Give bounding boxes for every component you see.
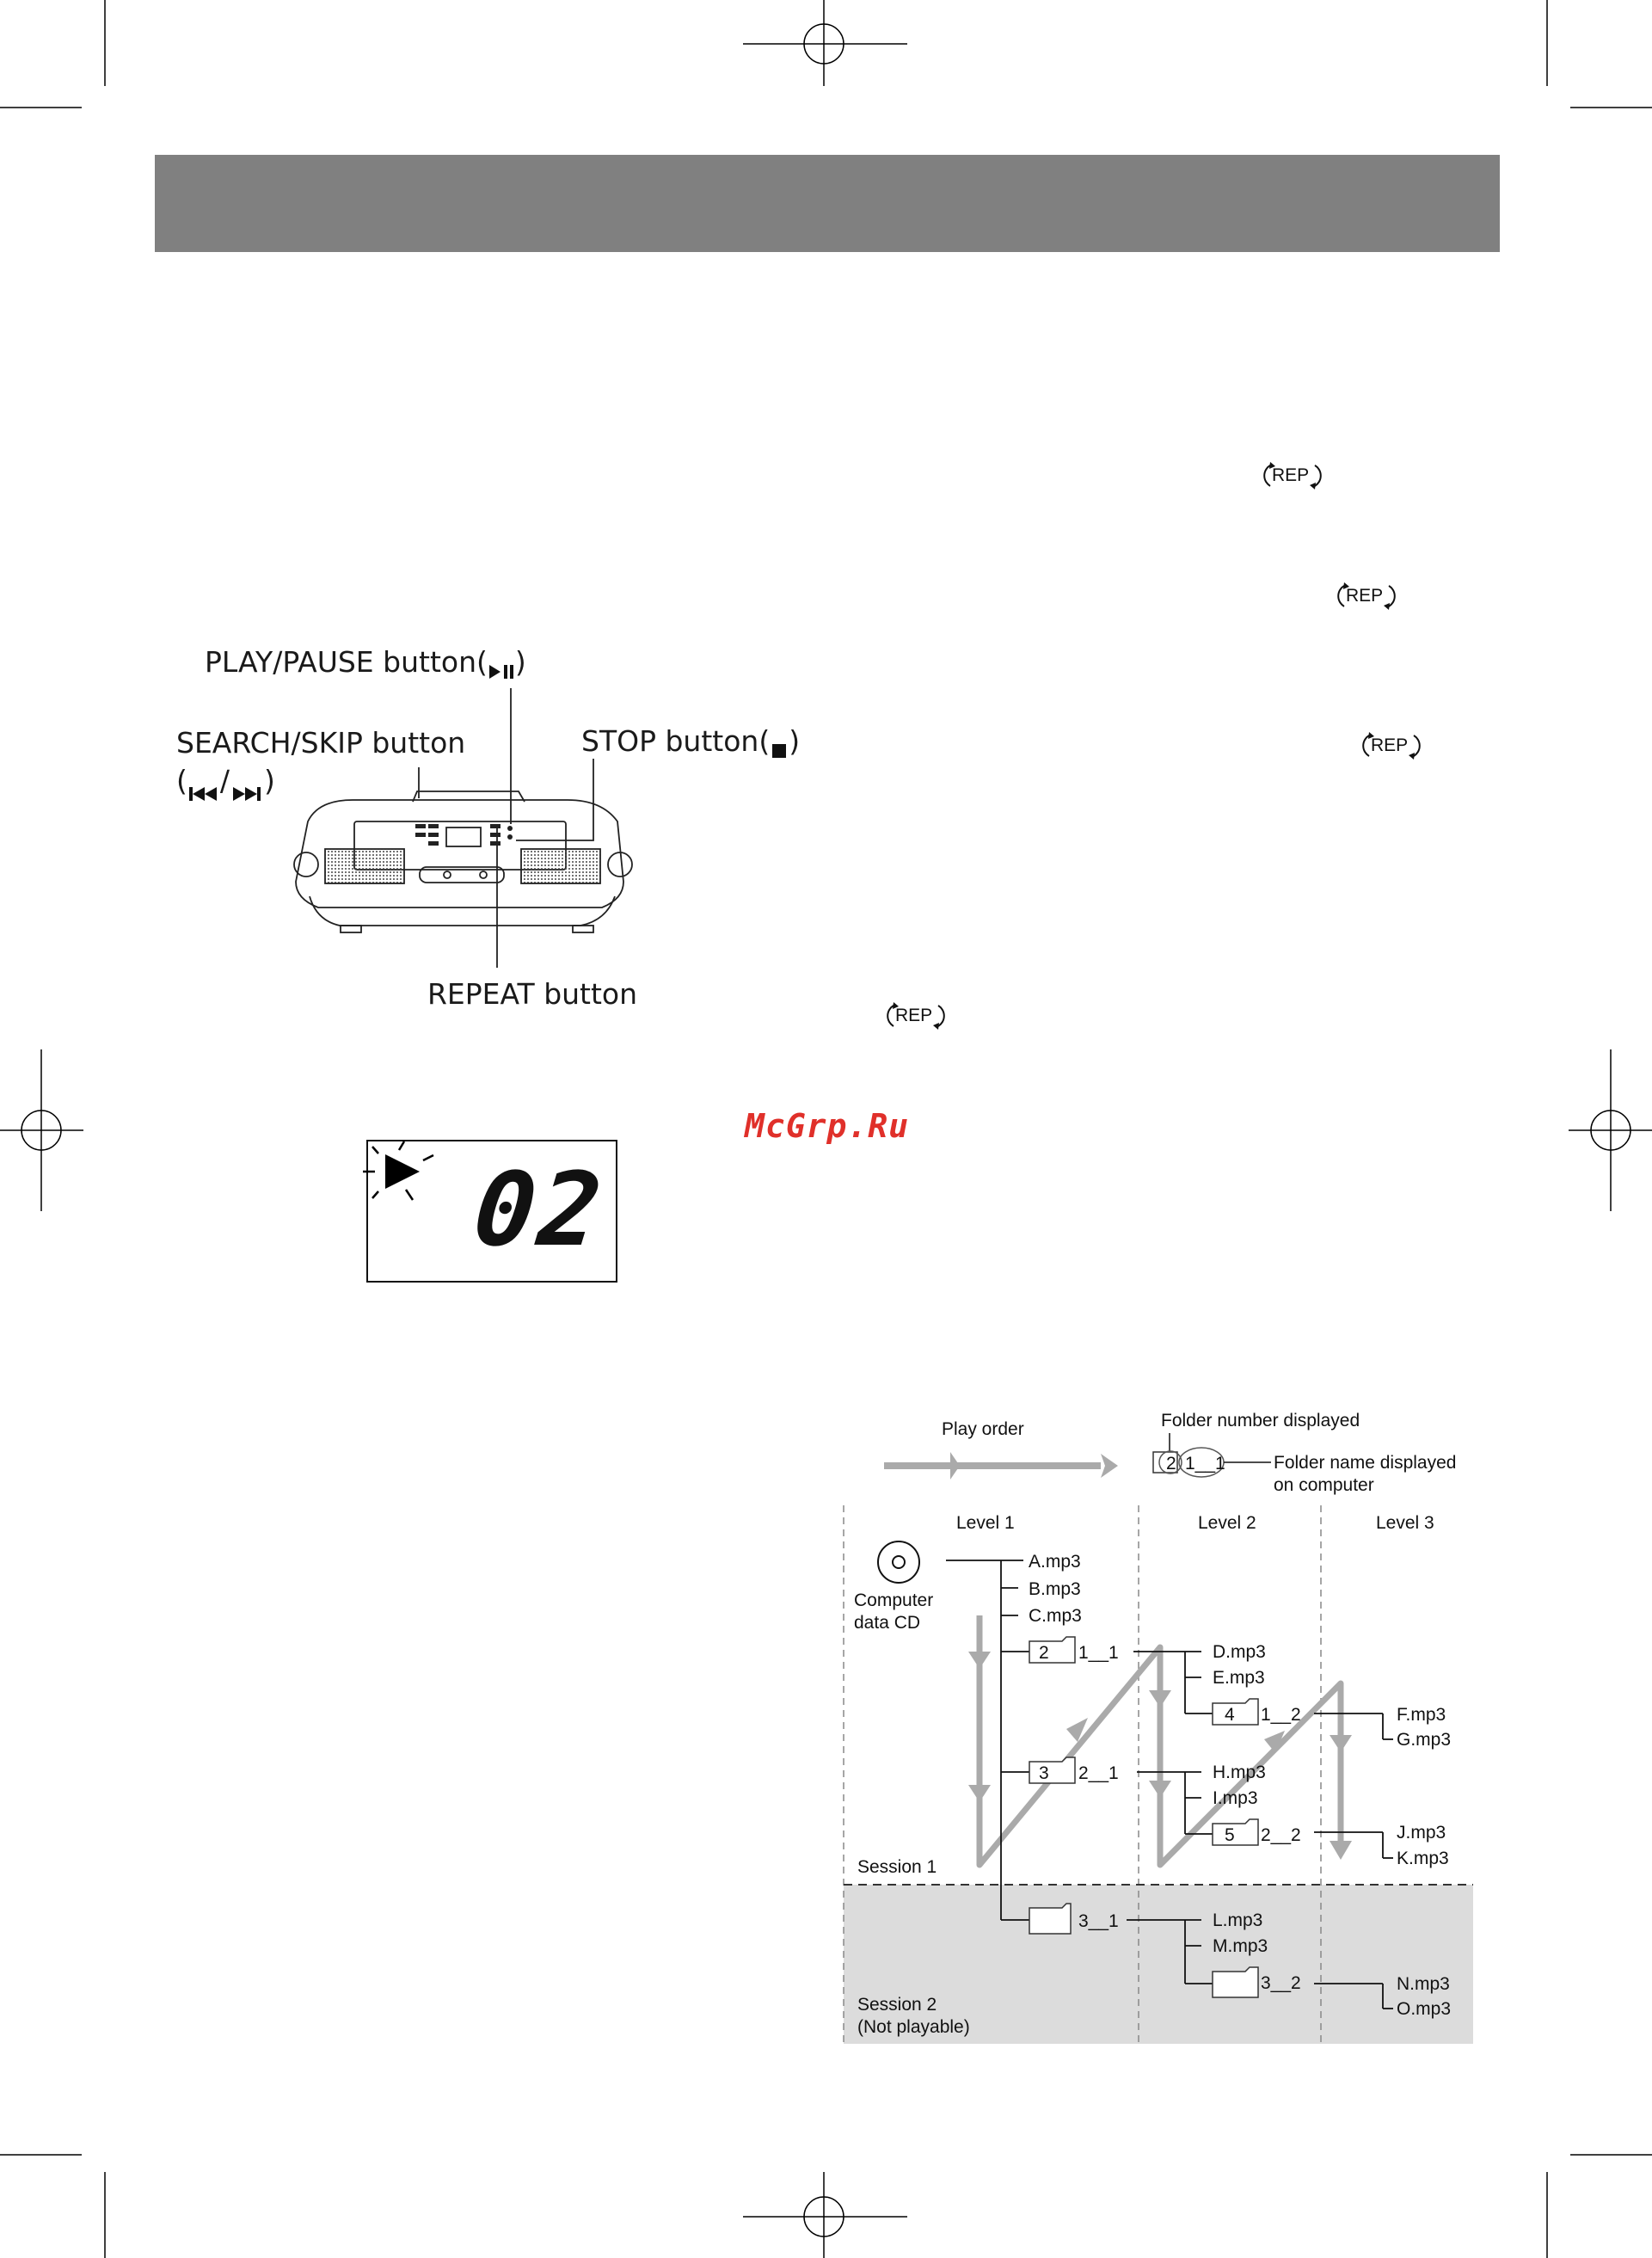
rep-icon: REP (1262, 460, 1323, 491)
file-label: H.mp3 (1213, 1763, 1266, 1782)
file-label: J.mp3 (1397, 1823, 1446, 1843)
session-2-label-line1: Session 2 (857, 1995, 937, 2015)
registration-mark-left (0, 1049, 83, 1211)
cassette-deck (419, 866, 505, 883)
folder-name: 2__1 (1078, 1763, 1119, 1783)
stop-leader-line (516, 759, 594, 841)
folder-name: 2__2 (1261, 1825, 1301, 1845)
registration-mark-right (1569, 1049, 1652, 1211)
rep-icon-label: REP (1272, 465, 1310, 485)
folder-number: 5 (1225, 1825, 1235, 1845)
right-speaker-knob (607, 852, 633, 877)
boombox-display (445, 827, 482, 847)
folder-icon (1212, 1698, 1259, 1726)
level-3-label: Level 3 (1376, 1513, 1434, 1533)
file-label: M.mp3 (1213, 1936, 1268, 1956)
repeat-callout: REPEAT button (427, 977, 638, 1011)
legend-folder-number: Folder number displayed (1161, 1411, 1360, 1430)
level-2-label: Level 2 (1198, 1513, 1256, 1533)
folder-icon (1029, 1903, 1072, 1935)
folder-name: 1__1 (1078, 1643, 1119, 1663)
file-label: D.mp3 (1213, 1642, 1266, 1662)
folder-number: 2 (1039, 1643, 1049, 1663)
file-label: G.mp3 (1397, 1730, 1451, 1750)
folder-icon (1212, 1966, 1259, 1998)
boombox-lid (353, 821, 567, 871)
legend-folder-name-line2: on computer (1274, 1475, 1374, 1495)
level-1-label: Level 1 (956, 1513, 1015, 1533)
watermark: McGrp.Ru (745, 1107, 910, 1145)
rep-icon: REP (1336, 581, 1397, 612)
rep-icon: REP (1360, 730, 1422, 761)
file-label: N.mp3 (1397, 1974, 1450, 1994)
file-label: I.mp3 (1213, 1788, 1258, 1808)
left-speaker-grille (324, 848, 405, 884)
stop-callout: STOP button() (581, 724, 801, 758)
folder-name: 1__2 (1261, 1705, 1301, 1725)
header-bar (155, 155, 1500, 252)
folder-icon (1029, 1636, 1076, 1664)
cd-label-line2: data CD (854, 1613, 920, 1633)
file-label: L.mp3 (1213, 1910, 1262, 1930)
session-1-label: Session 1 (857, 1857, 937, 1877)
stop-label: STOP button( (581, 724, 771, 758)
search-skip-label: SEARCH/SKIP button (176, 726, 466, 760)
legend-folder-name-value: 1__1 (1185, 1454, 1225, 1474)
cd-icon (877, 1541, 920, 1584)
lcd-display-panel: 02 (363, 1140, 617, 1283)
file-label: A.mp3 (1029, 1552, 1081, 1572)
boombox-body (295, 799, 624, 908)
folder-name: 3__2 (1261, 1973, 1301, 1993)
file-label: C.mp3 (1029, 1606, 1082, 1626)
registration-mark-top (743, 0, 907, 86)
play-pause-icon (488, 655, 515, 679)
folder-icon (1029, 1757, 1076, 1784)
stop-icon (770, 734, 789, 758)
rep-icon-label: REP (1371, 735, 1409, 755)
legend-folder-number-value: 2 (1166, 1454, 1176, 1474)
file-label: B.mp3 (1029, 1579, 1081, 1599)
left-speaker-knob (293, 852, 319, 877)
rep-icon-label: REP (895, 1006, 933, 1025)
play-pause-label: PLAY/PAUSE button( (205, 645, 488, 679)
file-label: K.mp3 (1397, 1849, 1449, 1868)
folder-number: 4 (1225, 1705, 1235, 1725)
track-number-display: 02 (468, 1150, 611, 1269)
session-2-background (844, 1885, 1473, 2044)
legend-play-order: Play order (942, 1419, 1024, 1439)
cd-label-line1: Computer (854, 1590, 933, 1610)
boombox-illustration (293, 688, 633, 968)
rep-icon-label: REP (1346, 586, 1384, 606)
rep-icon: REP (885, 1000, 947, 1031)
play-pause-callout: PLAY/PAUSE button() (205, 645, 526, 679)
boombox-handle (412, 791, 525, 803)
legend-folder-name-line1: Folder name displayed (1274, 1453, 1456, 1473)
play-icon (363, 1141, 434, 1201)
skip-forward-icon (230, 774, 264, 801)
search-skip-callout: SEARCH/SKIP button (/) (176, 724, 466, 801)
file-label: E.mp3 (1213, 1668, 1265, 1688)
file-label: F.mp3 (1397, 1705, 1446, 1725)
session-2-label-line2: (Not playable) (857, 2017, 970, 2037)
skip-back-icon (187, 774, 220, 801)
folder-number: 3 (1039, 1763, 1049, 1783)
folder-name: 3__1 (1078, 1911, 1119, 1931)
file-label: O.mp3 (1397, 1999, 1451, 2019)
folder-structure-diagram: Play order Folder number displayed 2 1__… (843, 1411, 1473, 2044)
folder-icon (1212, 1818, 1259, 1846)
right-speaker-grille (520, 848, 601, 884)
registration-mark-bottom (743, 2172, 907, 2258)
